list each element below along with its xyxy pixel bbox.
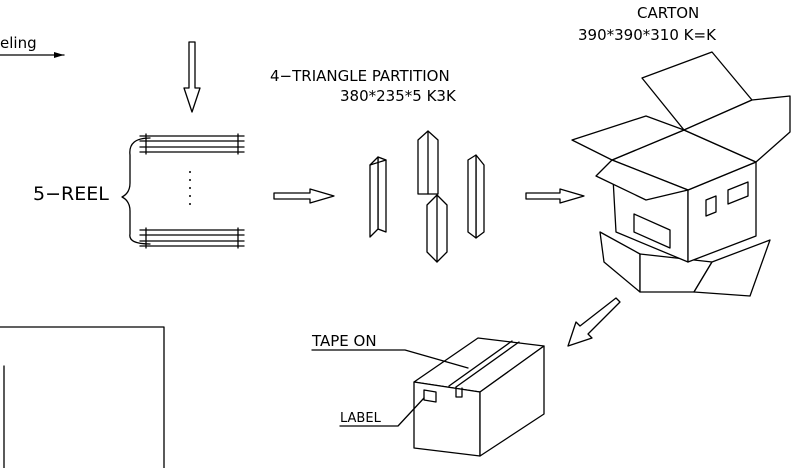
right-arrow-icon [273, 188, 335, 204]
partition-top [417, 130, 439, 195]
label-leader [339, 397, 425, 427]
partial-frame [0, 326, 165, 468]
top-flap-front [595, 159, 689, 201]
tape-tab [455, 386, 463, 398]
bottom-flap-left [599, 231, 641, 293]
reel-bottom [139, 227, 245, 249]
triangle-partitions [369, 130, 485, 263]
reel-label: 5−REEL [33, 183, 109, 205]
top-flap-right [683, 95, 791, 163]
reel-brace [121, 137, 151, 245]
hand-hole-right [727, 181, 749, 205]
reeling-arrow: eling [0, 34, 65, 58]
reeling-label: eling [0, 34, 37, 52]
reel-stack: 5−REEL [33, 133, 245, 249]
right-arrow-icon-2 [525, 188, 585, 204]
tape-leader [311, 349, 469, 369]
partition-dims: 380*235*5 K3K [340, 87, 457, 105]
diagonal-arrow-icon [567, 297, 621, 347]
top-flap-left [571, 115, 685, 161]
label-window [633, 213, 671, 249]
carton-label-box [423, 389, 437, 403]
bottom-flap-right [693, 239, 771, 297]
tape-on-label: TAPE ON [311, 332, 377, 350]
tape-line-1 [448, 340, 513, 387]
reel-top [139, 133, 245, 155]
partition-right [467, 154, 485, 239]
down-arrow-icon [183, 41, 201, 113]
tape-line-2 [455, 341, 520, 388]
partition-title: 4−TRIANGLE PARTITION [270, 67, 450, 85]
closed-carton [413, 337, 545, 457]
carton-dims: 390*390*310 K=K [578, 26, 717, 44]
reel-dots [189, 171, 191, 205]
hand-hole-left [705, 195, 717, 217]
partition-left [369, 156, 387, 238]
label-label: LABEL [340, 411, 382, 426]
open-carton [571, 51, 791, 297]
carton-side [479, 345, 545, 457]
partition-bottom [426, 194, 448, 263]
carton-title: CARTON [637, 4, 699, 22]
